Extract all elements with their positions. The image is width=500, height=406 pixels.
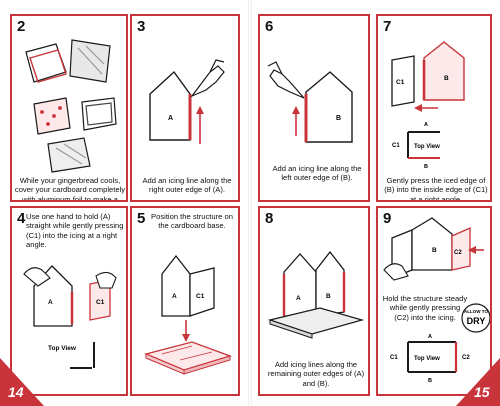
step-4-caption: Use one hand to hold (A) straight while …	[26, 212, 124, 250]
page-corner-tab	[456, 358, 500, 406]
page-number-left: 14	[8, 384, 24, 400]
label-c1: C1	[196, 293, 205, 300]
label-a: A	[168, 115, 173, 122]
top-view-label: Top View	[48, 345, 77, 352]
step-7-panel: 7 C1 B A Top View C1 B Gently press the …	[376, 14, 492, 202]
step-number: 3	[137, 18, 146, 35]
label-b: B	[444, 75, 449, 82]
label-a: A	[296, 295, 301, 302]
label-b: B	[336, 115, 341, 122]
label-c2: C2	[454, 250, 462, 256]
step-number: 2	[17, 18, 26, 35]
book-gutter	[248, 0, 252, 406]
step-number: 6	[265, 18, 274, 35]
step-2-caption: While your gingerbread cools, cover your…	[14, 176, 126, 202]
panel-b-icing-illustration: B	[267, 61, 353, 143]
label-c1: C1	[396, 79, 405, 86]
hold-and-press-illustration: A C1 Top View	[23, 265, 117, 369]
step-3-caption: Add an icing line along the right outer …	[142, 176, 232, 195]
step-number: 4	[17, 210, 26, 227]
press-c2-illustration: B C2 ALLOW TO DRY A Top View C1 C2 B	[383, 217, 490, 384]
badge-line-2: DRY	[467, 316, 486, 326]
step-6-panel: 6 B Add an icing line along the left out…	[258, 14, 370, 202]
label-b: B	[424, 164, 428, 170]
label-c1: C1	[96, 299, 105, 306]
step-number: 5	[137, 210, 146, 227]
step-9-caption: Hold the structure steady while gently p…	[382, 294, 468, 322]
label-b: B	[428, 378, 432, 384]
icing-remaining-edges-illustration: A B	[267, 250, 365, 339]
step-number: 7	[383, 18, 392, 35]
top-view-label: Top View	[414, 356, 440, 362]
join-b-to-c1-illustration: C1 B A Top View C1 B	[391, 41, 465, 170]
allow-to-dry-badge: ALLOW TO DRY	[461, 303, 490, 333]
right-page: 6 B Add an icing line along the left out…	[256, 6, 500, 406]
label-b: B	[326, 293, 331, 300]
label-c1: C1	[392, 143, 400, 149]
step-2-panel: 2	[10, 14, 128, 202]
top-view-label: Top View	[414, 144, 440, 150]
label-a: A	[428, 334, 432, 340]
foil-squares-illustration	[25, 39, 117, 173]
panel-a-icing-illustration: A	[149, 59, 225, 144]
step-6-caption: Add an icing line along the left outer e…	[272, 164, 362, 183]
step-number: 8	[265, 210, 274, 227]
label-a: A	[424, 122, 428, 128]
step-5-panel: 5 Position the structure on the cardboar…	[130, 206, 240, 396]
step-7-caption: Gently press the iced edge of (B) into t…	[384, 176, 488, 202]
badge-line-1: ALLOW TO	[464, 309, 488, 314]
step-3-panel: 3 A Add an icing line along the right ou…	[130, 14, 240, 202]
step-number: 9	[383, 210, 392, 227]
position-on-base-illustration: A C1	[143, 254, 233, 375]
label-a: A	[48, 299, 53, 306]
step-8-panel: 8 A B Add icing lines along the remainin…	[258, 206, 370, 396]
label-b: B	[432, 247, 437, 254]
label-a: A	[172, 293, 177, 300]
left-page: 2	[0, 6, 244, 406]
step-5-caption: Position the structure on the cardboard …	[151, 212, 233, 231]
label-c1: C1	[390, 355, 398, 361]
page-corner-tab	[0, 358, 44, 406]
step-8-caption: Add icing lines along the remaining oute…	[267, 360, 365, 388]
page-number-right: 15	[474, 384, 490, 400]
